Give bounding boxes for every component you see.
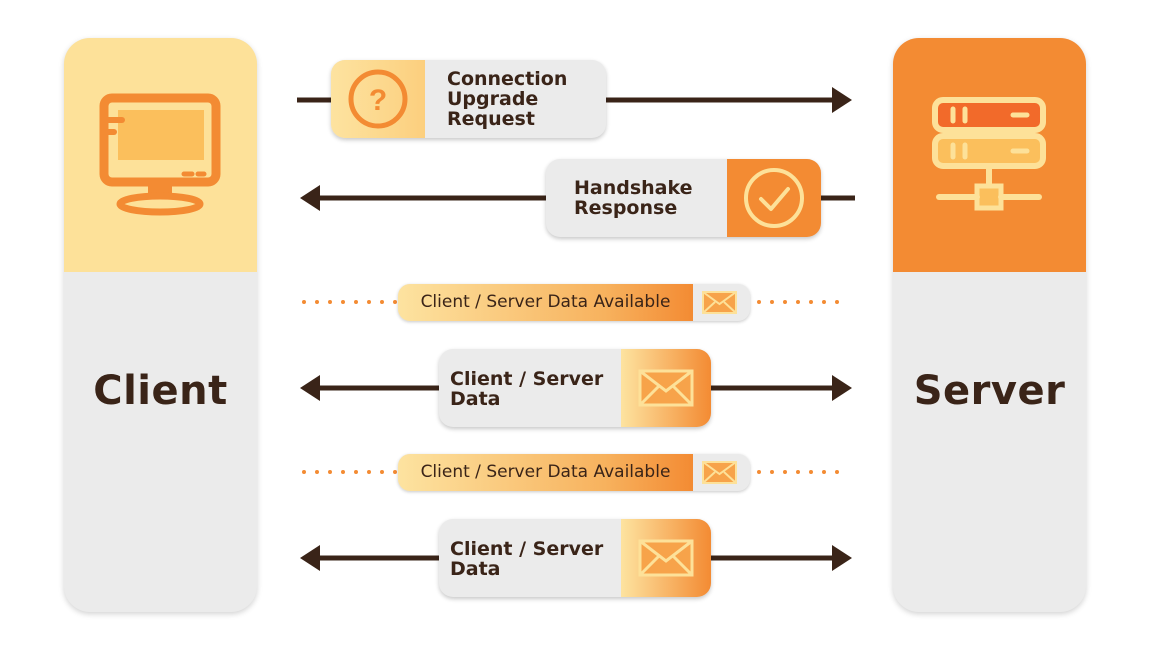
svg-text:?: ? xyxy=(369,84,387,117)
client-header xyxy=(64,38,257,272)
server-label: Server xyxy=(913,368,1066,414)
handshake-response-text: Handshake Response xyxy=(574,178,693,218)
data-available-box-1: Client / Server Data Available xyxy=(398,284,750,321)
client-server-data-text-1: Client / Server Data xyxy=(450,369,603,409)
request-line-2: Upgrade xyxy=(447,88,539,110)
server-rack-icon xyxy=(932,97,1046,211)
client-server-data-box-1: Client / Server Data xyxy=(439,349,711,427)
server-column: Server xyxy=(893,38,1086,612)
data-2-line-1: Client / Server xyxy=(450,538,604,560)
data-available-text-2: Client / Server Data Available xyxy=(398,454,693,491)
envelope-icon xyxy=(621,349,711,427)
handshake-line-1: Handshake xyxy=(574,177,693,199)
data-available-text-1: Client / Server Data Available xyxy=(398,284,693,321)
envelope-icon xyxy=(693,284,750,321)
connection-upgrade-request-text: Connection Upgrade Request xyxy=(447,69,567,129)
request-line-3: Request xyxy=(447,108,535,130)
envelope-icon xyxy=(621,519,711,597)
handshake-response-box: Handshake Response xyxy=(546,159,821,237)
client-label: Client xyxy=(93,368,228,414)
handshake-line-2: Response xyxy=(574,197,678,219)
request-line-1: Connection xyxy=(447,68,568,90)
data-1-line-1: Client / Server xyxy=(450,368,604,390)
data-2-line-2: Data xyxy=(450,558,501,580)
client-server-data-box-2: Client / Server Data xyxy=(439,519,711,597)
check-circle-icon xyxy=(727,159,821,237)
client-server-data-text-2: Client / Server Data xyxy=(450,539,603,579)
connection-upgrade-request-box: ? Connection Upgrade Request xyxy=(331,60,606,138)
desktop-monitor-icon xyxy=(99,93,221,216)
client-column: Client xyxy=(64,38,257,612)
question-icon: ? xyxy=(331,60,425,138)
data-1-line-2: Data xyxy=(450,388,501,410)
server-header xyxy=(893,38,1086,272)
envelope-icon xyxy=(693,454,750,491)
data-available-box-2: Client / Server Data Available xyxy=(398,454,750,491)
